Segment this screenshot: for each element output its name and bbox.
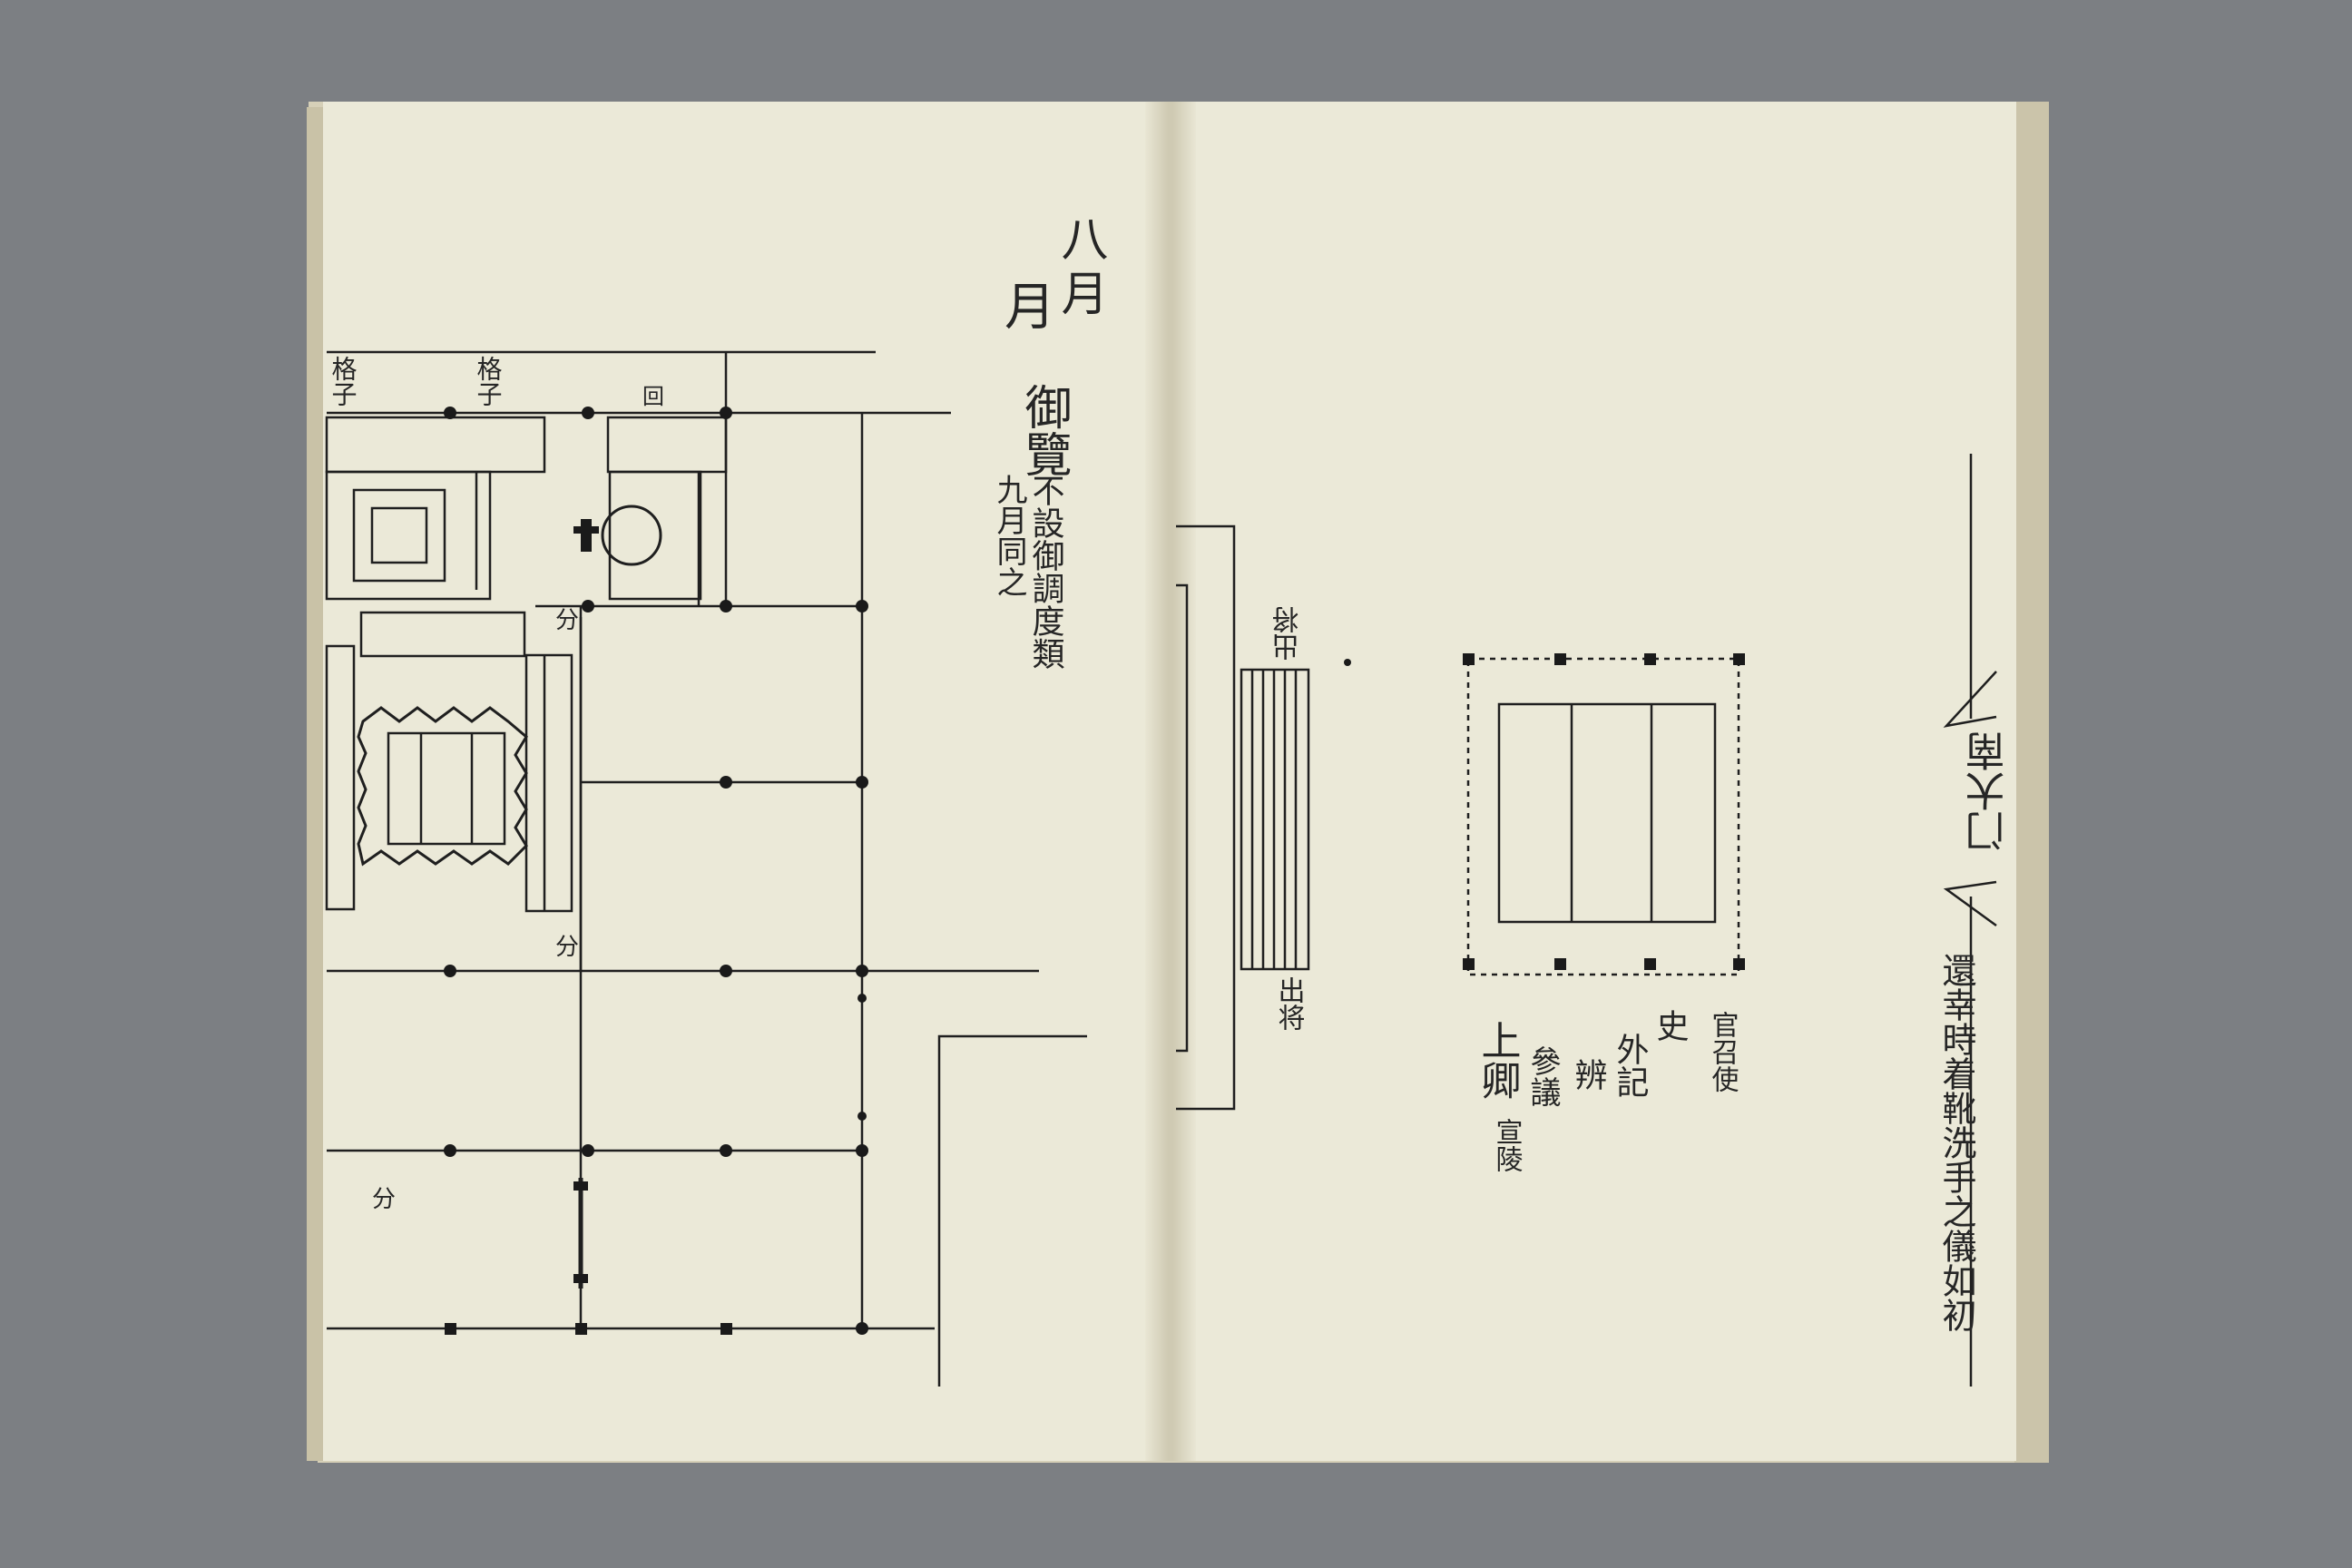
label-councillor: 參議	[1524, 1045, 1561, 1107]
label-controller: 辨	[1570, 1058, 1607, 1091]
right-plan-posts	[1344, 653, 1745, 970]
label-senior-noble: 上卿	[1475, 1020, 1521, 1100]
title-month-char-2: 月	[996, 279, 1055, 330]
main-caption: 御覽	[1016, 383, 1072, 477]
gutter-shadow	[1145, 102, 1196, 1461]
label-scribe: 史	[1651, 1009, 1689, 1042]
note-ninth-month: 九月同之	[991, 474, 1027, 597]
stair-label-bottom: 出将	[1273, 976, 1305, 1031]
right-floor-plan	[1176, 454, 1997, 1387]
plan-label-gate: 回	[642, 384, 664, 409]
label-secretary: 外記	[1612, 1033, 1649, 1098]
stair-label-top: 出将	[1273, 606, 1305, 661]
plan-label-lattice-1: 格子	[328, 356, 358, 407]
note-no-furnishings: 不設御調度類	[1027, 474, 1065, 670]
gate-label: 门大南	[1966, 731, 2013, 851]
label-official-messenger: 官召使	[1707, 1011, 1740, 1093]
title-eighth-month: 八	[1053, 214, 1107, 261]
right-page	[1171, 102, 2016, 1461]
plan-label-seat-2: 分	[555, 934, 579, 961]
left-plan-posts	[444, 407, 868, 1335]
label-bottom-note: 宣陵	[1491, 1118, 1523, 1172]
title-month-char: 月	[1053, 269, 1107, 316]
plan-label-seat-1: 分	[555, 607, 579, 634]
plan-label-seat-3: 分	[372, 1186, 396, 1213]
plan-label-lattice-2: 格子	[474, 356, 504, 407]
side-note: 還幸時着靴洗手之儀如初	[1936, 953, 1976, 1332]
